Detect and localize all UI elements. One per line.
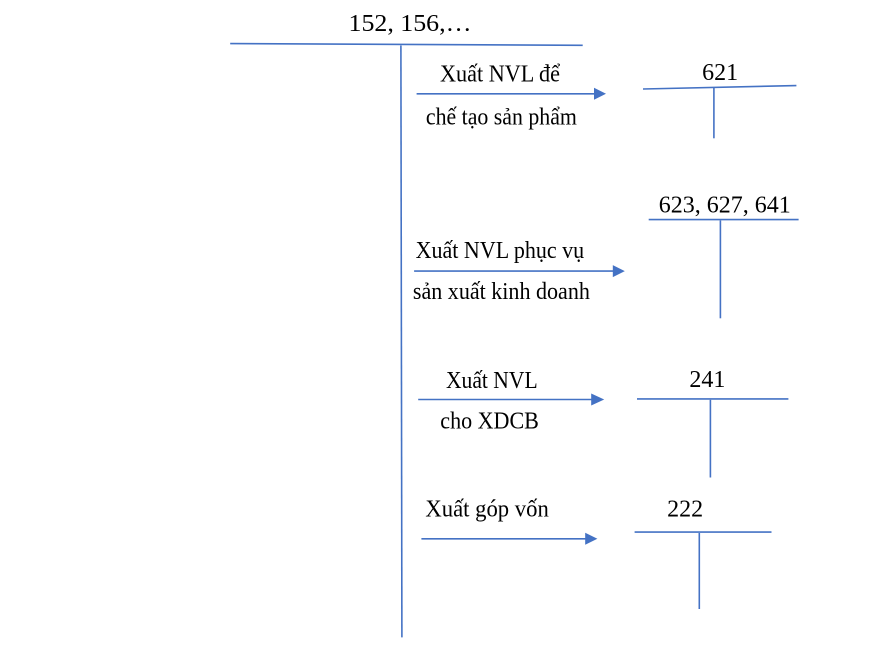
svg-text:241: 241 xyxy=(689,367,725,393)
svg-text:Xuất góp vốn: Xuất góp vốn xyxy=(425,497,548,523)
svg-text:sản xuất kinh doanh: sản xuất kinh doanh xyxy=(413,279,590,305)
svg-text:chế tạo sản phẩm: chế tạo sản phẩm xyxy=(426,105,577,131)
svg-text:Xuất NVL: Xuất NVL xyxy=(446,368,538,394)
svg-text:Xuất NVL phục vụ: Xuất NVL phục vụ xyxy=(416,238,585,264)
svg-text:623, 627, 641: 623, 627, 641 xyxy=(659,193,791,219)
svg-text:621: 621 xyxy=(702,60,738,86)
svg-text:152, 156,…: 152, 156,… xyxy=(349,11,472,37)
svg-text:cho XDCB: cho XDCB xyxy=(440,408,539,434)
svg-text:Xuất NVL để: Xuất NVL để xyxy=(440,62,560,88)
svg-text:222: 222 xyxy=(667,496,703,522)
